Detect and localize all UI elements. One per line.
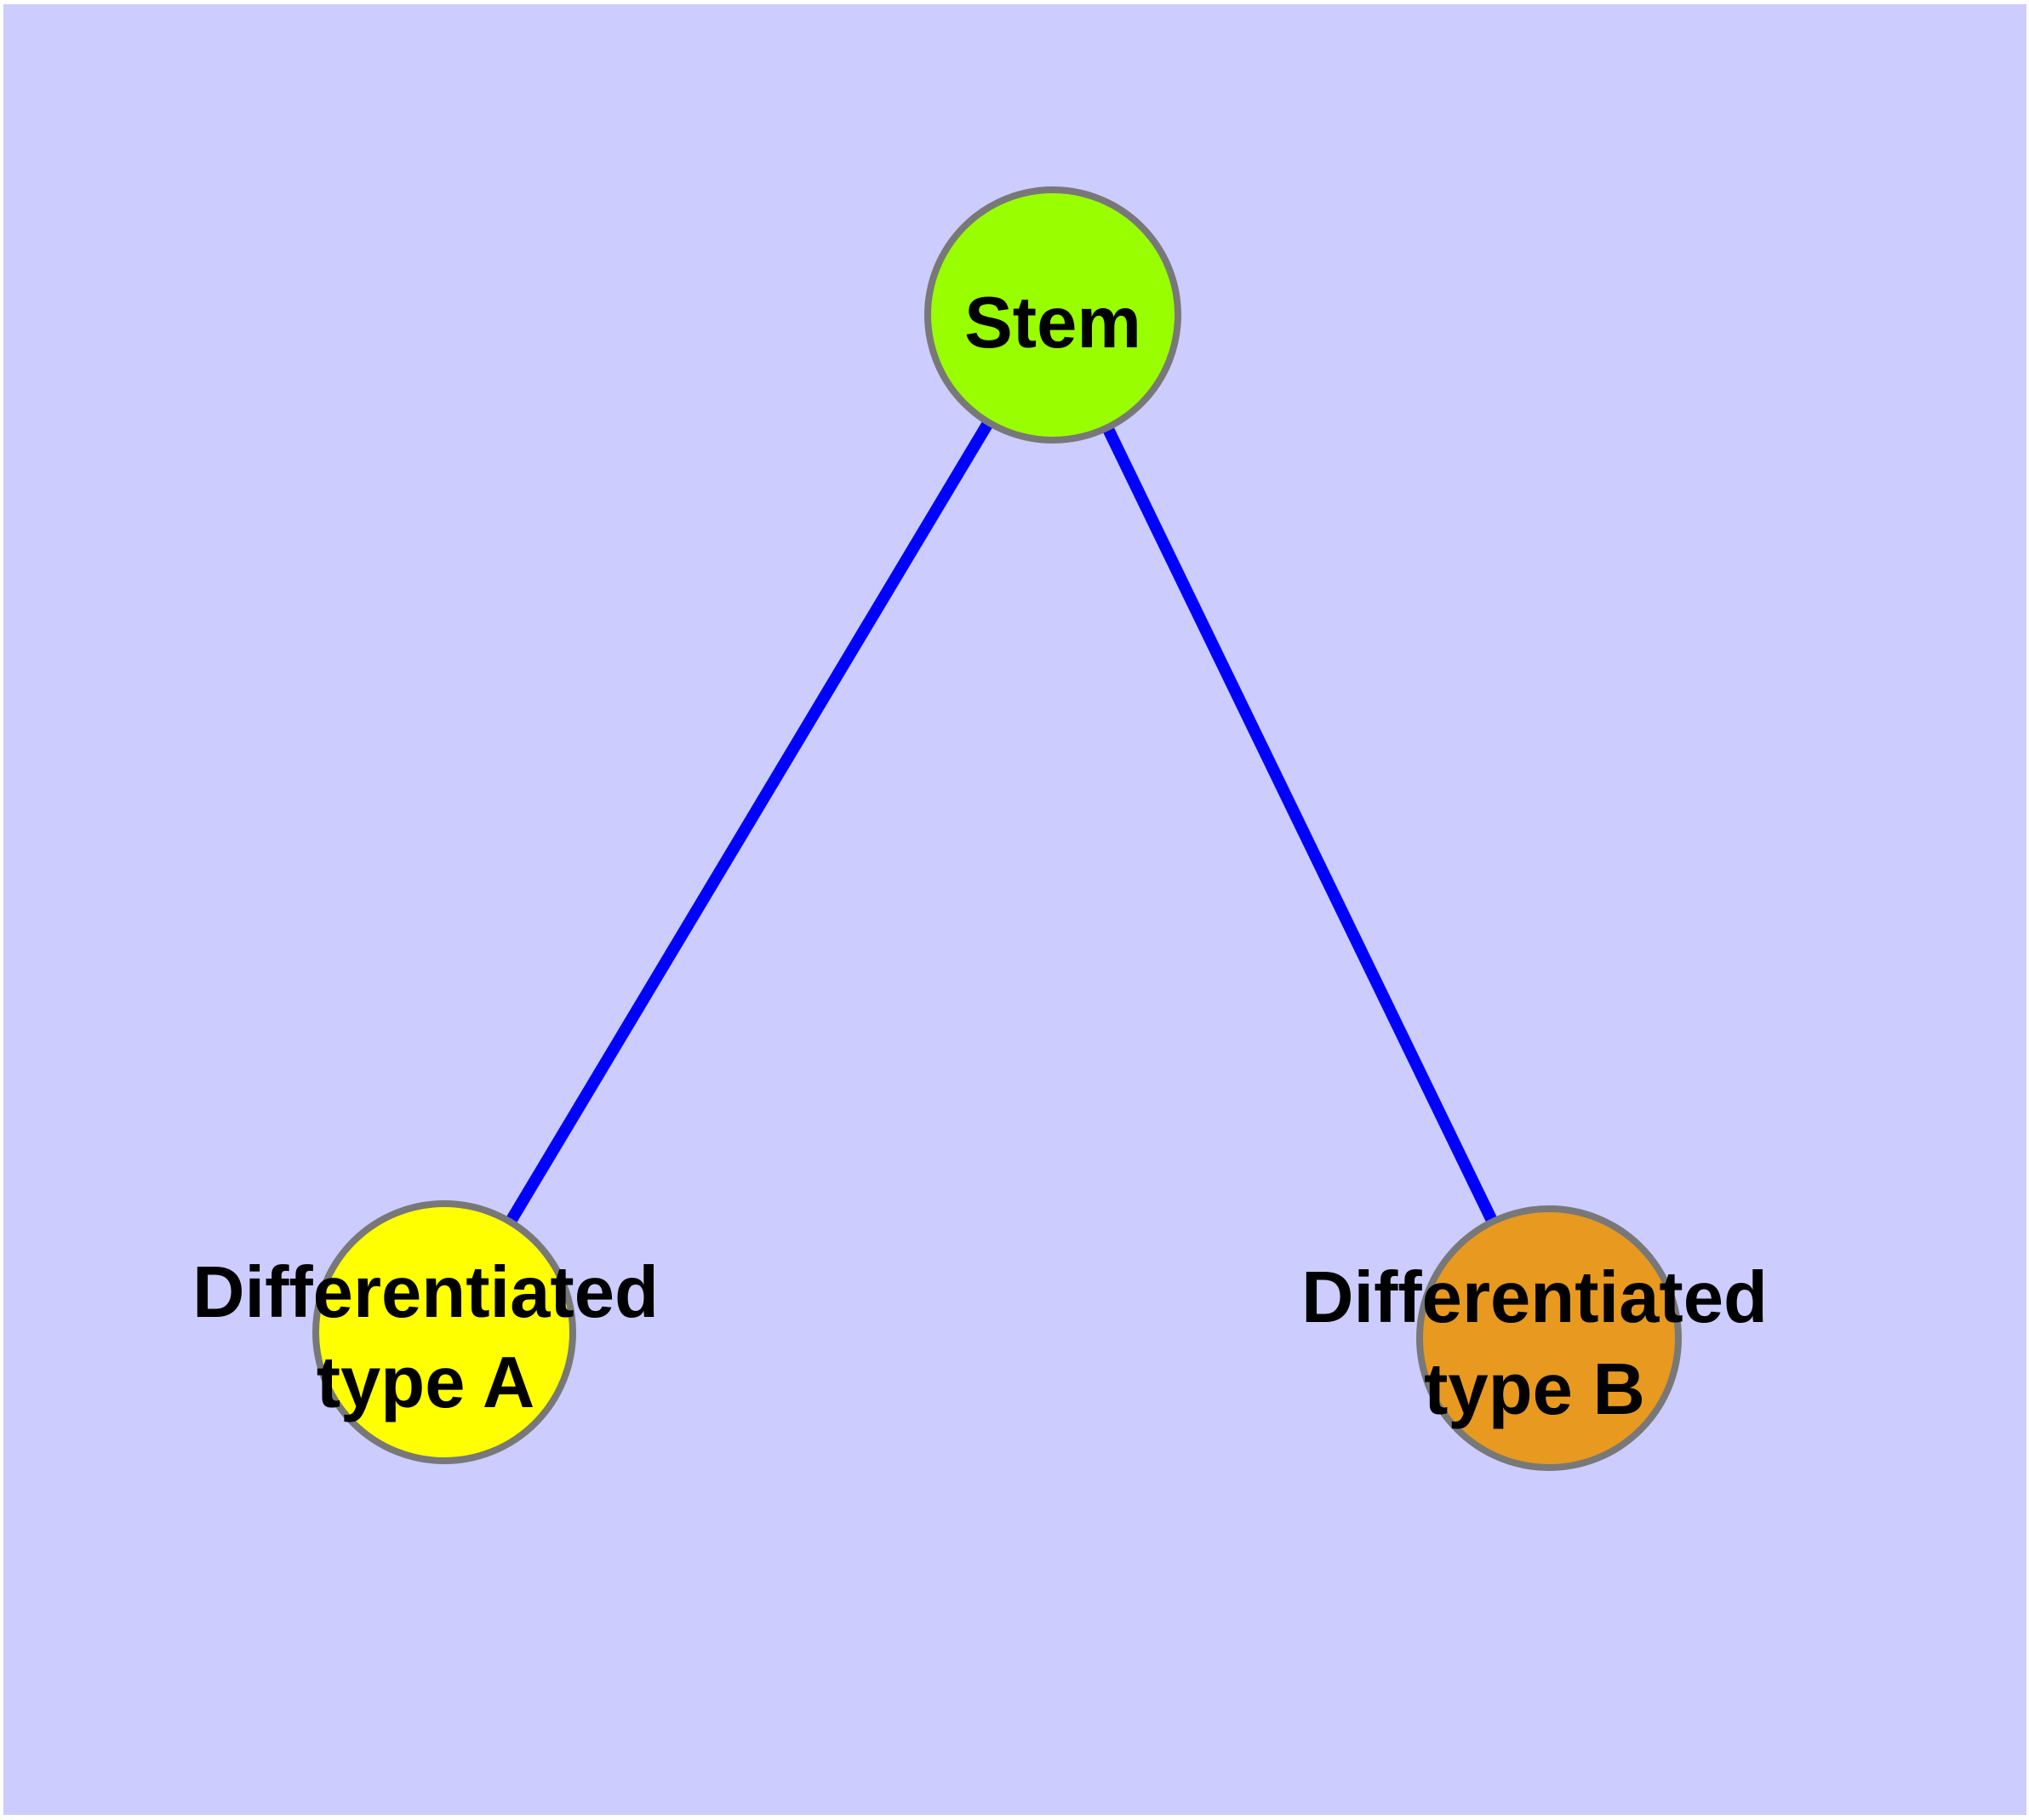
edge-stem-to-type-b <box>1047 312 1555 1342</box>
edge-stem-to-type-a <box>438 312 1059 1336</box>
node-stem-label: Stem <box>964 283 1141 363</box>
node-differentiated-type-a <box>312 1200 576 1464</box>
node-type-a-label-line2: type A <box>317 1342 535 1423</box>
node-type-b-label-line1: Differentiated <box>1301 1257 1768 1338</box>
node-type-a-label-line1: Differentiated <box>192 1252 659 1333</box>
node-type-b-label-line2: type B <box>1424 1349 1645 1430</box>
node-stem <box>924 186 1181 444</box>
node-differentiated-type-b <box>1416 1205 1682 1471</box>
